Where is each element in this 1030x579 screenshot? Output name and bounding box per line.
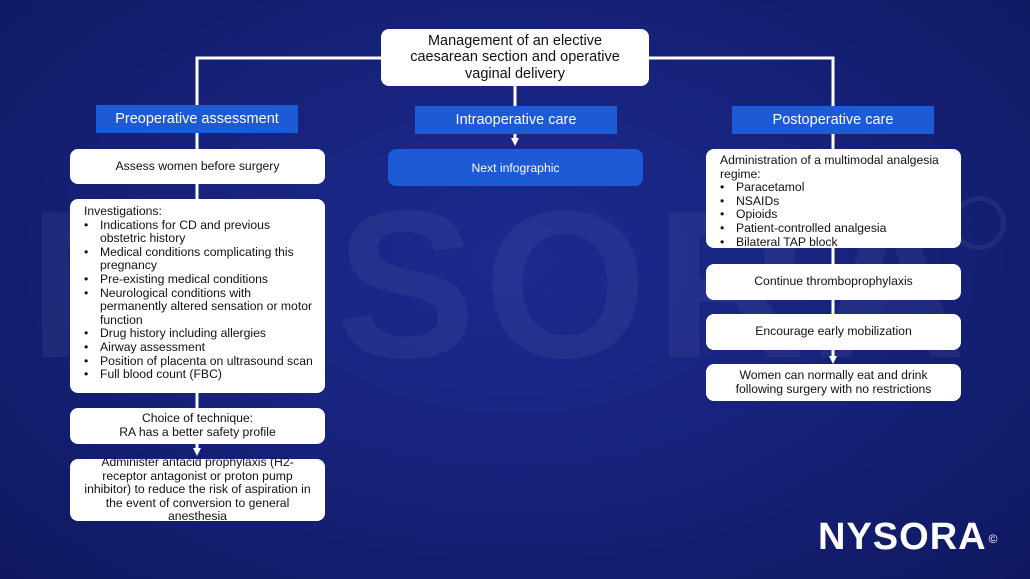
list-item: Drug history including allergies xyxy=(84,327,317,341)
intraoperative-header: Intraoperative care xyxy=(415,106,617,134)
assess-women-box: Assess women before surgery xyxy=(70,149,325,184)
list-item: Paracetamol xyxy=(720,181,953,195)
analgesia-title: Administration of a multimodal analgesia… xyxy=(720,153,939,181)
diagram-title: Management of an elective caesarean sect… xyxy=(381,29,649,86)
connector-title-to-preop xyxy=(195,56,381,106)
antacid-box: Administer antacid prophylaxis (H2-recep… xyxy=(70,455,325,523)
eat-drink-box: Women can normally eat and drink followi… xyxy=(706,364,961,401)
analgesia-box: Administration of a multimodal analgesia… xyxy=(706,149,961,249)
list-item: Medical conditions complicating this pre… xyxy=(84,245,317,273)
investigations-list: Indications for CD and previous obstetri… xyxy=(84,218,317,382)
connector-title-to-postop xyxy=(649,56,835,106)
list-item: Indications for CD and previous obstetri… xyxy=(84,218,317,246)
analgesia-list: Paracetamol NSAIDs Opioids Patient-contr… xyxy=(720,181,953,249)
next-infographic-box: Next infographic xyxy=(388,149,643,186)
investigations-box: Investigations: Indications for CD and p… xyxy=(70,199,325,393)
technique-box: Choice of technique: RA has a better saf… xyxy=(70,408,325,444)
technique-line1: Choice of technique: xyxy=(141,411,254,426)
postoperative-header: Postoperative care xyxy=(732,106,934,134)
logo-copyright-mark: © xyxy=(988,532,999,546)
mobilization-box: Encourage early mobilization xyxy=(706,314,961,350)
list-item: Pre-existing medical conditions xyxy=(84,272,317,287)
list-item: NSAIDs xyxy=(720,194,953,209)
list-item: Bilateral TAP block xyxy=(720,235,953,250)
technique-line2: RA has a better safety profile xyxy=(119,425,276,439)
list-item: Position of placenta on ultrasound scan xyxy=(84,354,317,369)
list-item: Neurological conditions with permanently… xyxy=(84,286,317,328)
thromboprophylaxis-box: Continue thromboprophylaxis xyxy=(706,264,961,300)
preoperative-header: Preoperative assessment xyxy=(96,105,298,133)
logo-text: NYSORA xyxy=(818,516,987,558)
list-item: Full blood count (FBC) xyxy=(84,368,317,382)
investigations-title: Investigations: xyxy=(84,204,162,218)
list-item: Opioids xyxy=(720,208,953,222)
list-item: Airway assessment xyxy=(84,340,317,355)
list-item: Patient-controlled analgesia xyxy=(720,221,953,236)
nysora-logo: NYSORA© xyxy=(818,515,998,559)
